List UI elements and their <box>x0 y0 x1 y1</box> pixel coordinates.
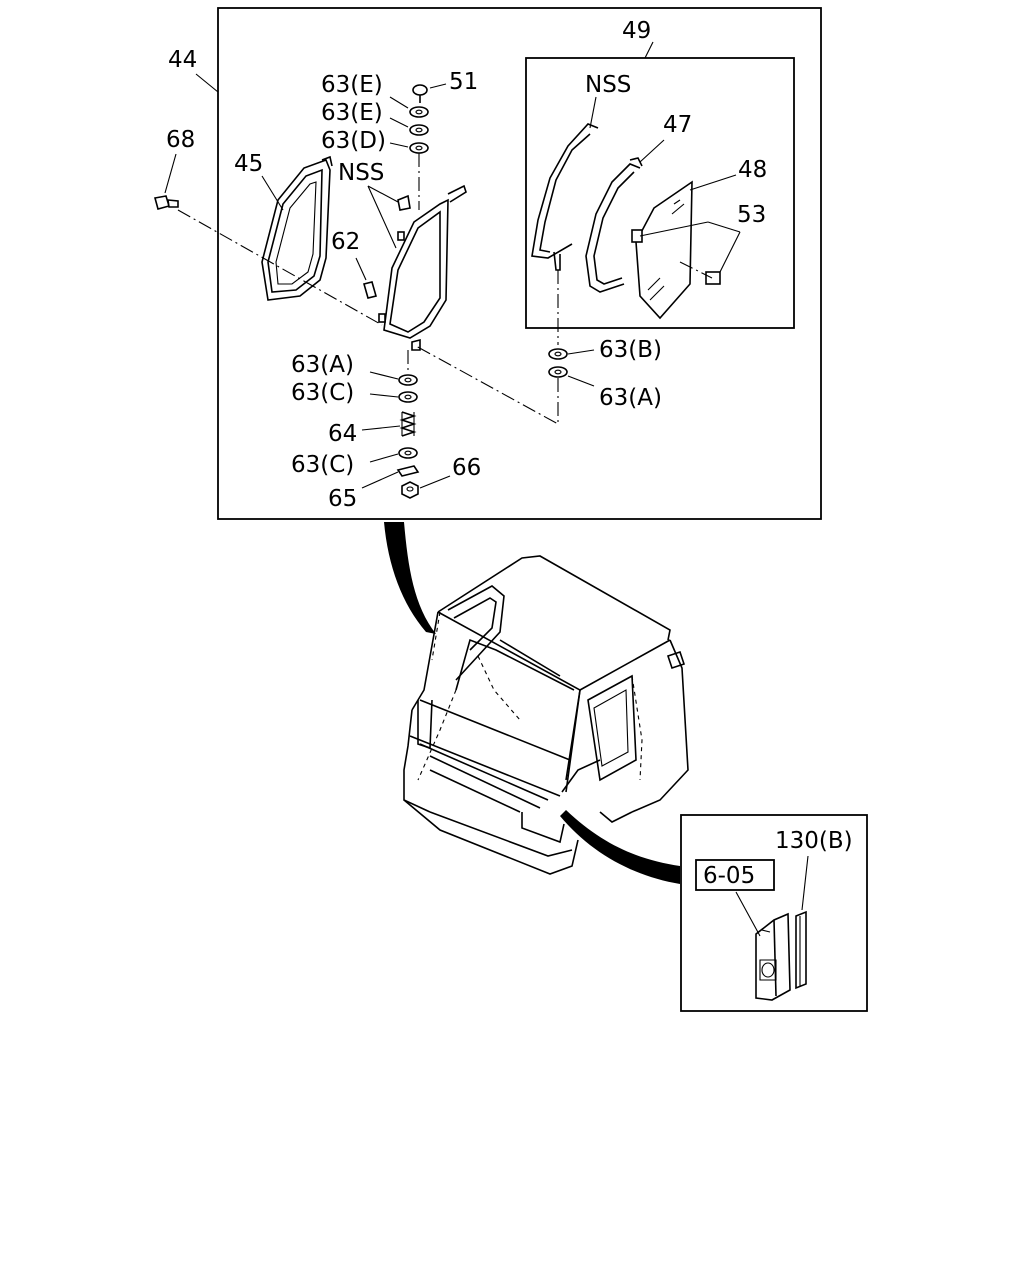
leader-44 <box>195 73 219 93</box>
callout-53: 53 <box>737 202 766 228</box>
assembly-frame-44 <box>217 7 822 520</box>
callout-66: 66 <box>452 455 481 481</box>
leader-64 <box>361 425 401 431</box>
callout-51: 51 <box>449 69 478 95</box>
weatherstrip-47 <box>585 157 643 293</box>
window-glass-48 <box>635 180 693 320</box>
axis-lower-link <box>415 345 559 425</box>
stopper-53 <box>631 229 721 285</box>
washer-63b <box>548 348 568 360</box>
truck-cab <box>403 555 689 875</box>
leader-nss-right <box>589 96 597 129</box>
callout-64: 64 <box>328 421 357 447</box>
nut-66 <box>401 481 419 499</box>
leader-48 <box>689 174 737 191</box>
washer-63e-lower <box>409 124 429 136</box>
callout-63a-left: 63(A) <box>291 352 354 378</box>
leader-45 <box>261 175 284 211</box>
ref-box-6-05 <box>695 859 775 891</box>
callout-68: 68 <box>166 127 195 153</box>
callout-nss-right: NSS <box>585 72 631 98</box>
weatherstrip-45 <box>261 155 333 301</box>
washer-63c-lower <box>398 447 418 459</box>
callout-62: 62 <box>331 229 360 255</box>
callout-63b: 63(B) <box>599 337 662 363</box>
leader-63d <box>389 142 409 148</box>
leader-47 <box>639 139 665 163</box>
axis-stopper-53 <box>679 261 713 279</box>
leader-63e-1 <box>389 96 409 109</box>
leader-53-a <box>639 221 709 237</box>
leader-nss-left-a <box>367 185 399 203</box>
callout-63d: 63(D) <box>321 128 386 154</box>
corner-panel <box>755 912 791 1001</box>
inset-frame <box>680 814 868 1012</box>
leader-130b <box>801 855 809 911</box>
callout-49: 49 <box>622 18 651 44</box>
leader-63c-1 <box>369 393 399 398</box>
washer-63a-right <box>548 366 568 378</box>
leader-68 <box>164 153 177 194</box>
leader-nss-left-b <box>367 185 397 249</box>
callout-nss-left: NSS <box>338 160 384 186</box>
cap-51 <box>412 84 428 103</box>
washer-63c-upper <box>398 391 418 403</box>
callout-63c-2: 63(C) <box>291 452 354 478</box>
pointer-arrow-top <box>384 522 436 634</box>
callout-47: 47 <box>663 112 692 138</box>
callout-44: 44 <box>168 47 197 73</box>
callout-48: 48 <box>738 157 767 183</box>
washer-63d <box>409 142 429 154</box>
spring-64 <box>399 411 417 437</box>
washer-63a-left <box>398 374 418 386</box>
washer-63e-upper <box>409 106 429 118</box>
leader-63b <box>567 349 595 355</box>
plate-65 <box>396 465 420 477</box>
leader-63e-2 <box>389 117 409 128</box>
pointer-arrow-bottom <box>560 810 680 884</box>
clip-62 <box>363 281 377 299</box>
callout-65: 65 <box>328 486 357 512</box>
callout-63e-1: 63(E) <box>321 72 383 98</box>
trim-strip-130b <box>795 910 807 990</box>
callout-63a-right: 63(A) <box>599 385 662 411</box>
leader-63a-right <box>567 375 595 387</box>
callout-6-05: 6-05 <box>703 863 755 889</box>
callout-63c-1: 63(C) <box>291 380 354 406</box>
leader-62 <box>355 257 367 281</box>
leader-65 <box>361 471 399 489</box>
leader-6-05 <box>735 891 761 937</box>
subassembly-frame-49 <box>525 57 795 329</box>
leader-63a-left <box>369 371 399 380</box>
leader-53-b <box>707 221 741 233</box>
callout-45: 45 <box>234 151 263 177</box>
leader-63c-2 <box>369 453 399 463</box>
callout-63e-2: 63(E) <box>321 100 383 126</box>
callout-130b: 130(B) <box>775 828 853 854</box>
bolt-68 <box>153 195 179 210</box>
quarter-frame-nss <box>378 184 467 351</box>
leader-53-c <box>719 231 741 273</box>
leader-66 <box>419 475 451 489</box>
axis-bolt-68 <box>177 209 383 326</box>
leader-49 <box>644 41 654 59</box>
leader-51 <box>429 83 447 89</box>
